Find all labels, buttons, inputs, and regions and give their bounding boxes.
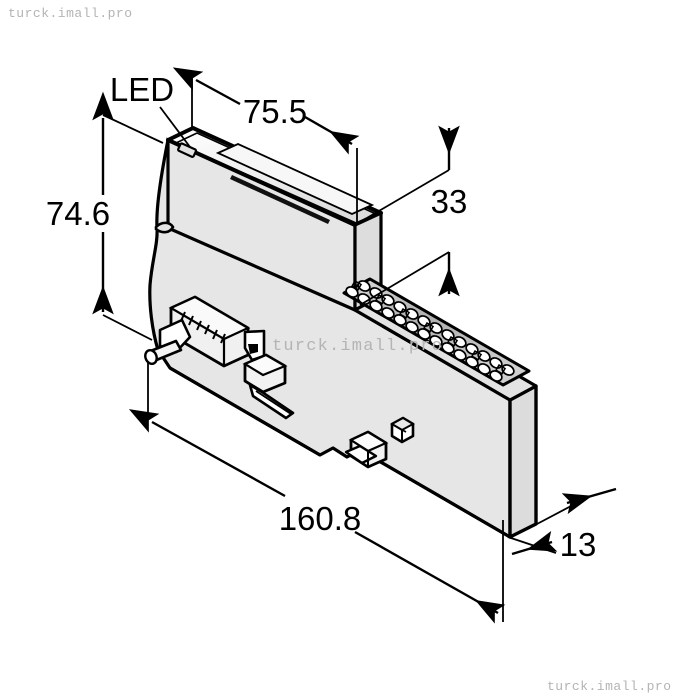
small-clip-notch [248,344,258,354]
dim-160-8-line-right [354,530,506,624]
watermark-center: turck.imall.pro [272,337,444,356]
dim-75-5-label: 75.5 [243,93,307,130]
top-face-groove [230,175,330,224]
module-right-side-face [508,384,538,539]
led-callout: LED [110,71,191,148]
dim-13-ext-right [536,495,591,525]
dim-160-8-line-left [128,409,286,498]
watermark-bottom-right: turck.imall.pro [547,679,672,694]
terminal-keying-marks [350,279,507,375]
dim-13-line-lower [511,530,558,556]
dim-33-label: 33 [431,183,468,220]
led-label: LED [110,71,174,108]
dimension-160-8: 160.8 [128,362,506,624]
dim-75-5-line-right [304,115,360,155]
dimension-33: 33 [359,125,468,306]
top-face-panel [215,143,375,215]
dim-75-5-line-left [172,67,241,106]
left-profile-tab [154,221,175,234]
connector-ribs [180,311,226,344]
dim-13-ext-left [507,536,557,554]
dim-160-8-label: 160.8 [279,500,362,537]
dimension-74-6: 74.6 [46,91,164,341]
dim-33-ext-top [359,169,450,223]
latch-upper-top [242,353,288,377]
dim-74-6-ext-top [102,114,164,144]
dimension-75-5: 75.5 [172,67,360,222]
left-plug-tip [144,348,158,366]
dim-13-label: 13 [560,526,597,563]
dim-33-ext-bottom [359,251,450,306]
cube-feature [389,416,416,444]
module-body [148,126,538,539]
latch-upper-arm-inner [255,390,292,415]
dim-74-6-ext-bottom [102,314,153,341]
module-detail-features [144,295,416,469]
dim-74-6-label: 74.6 [46,195,110,232]
module-bottom-edge [169,366,511,539]
dimension-13: 13 [507,487,617,563]
dim-13-line-upper [561,487,617,515]
led-leader-line [159,106,191,148]
watermark-top-left: turck.imall.pro [8,6,133,21]
